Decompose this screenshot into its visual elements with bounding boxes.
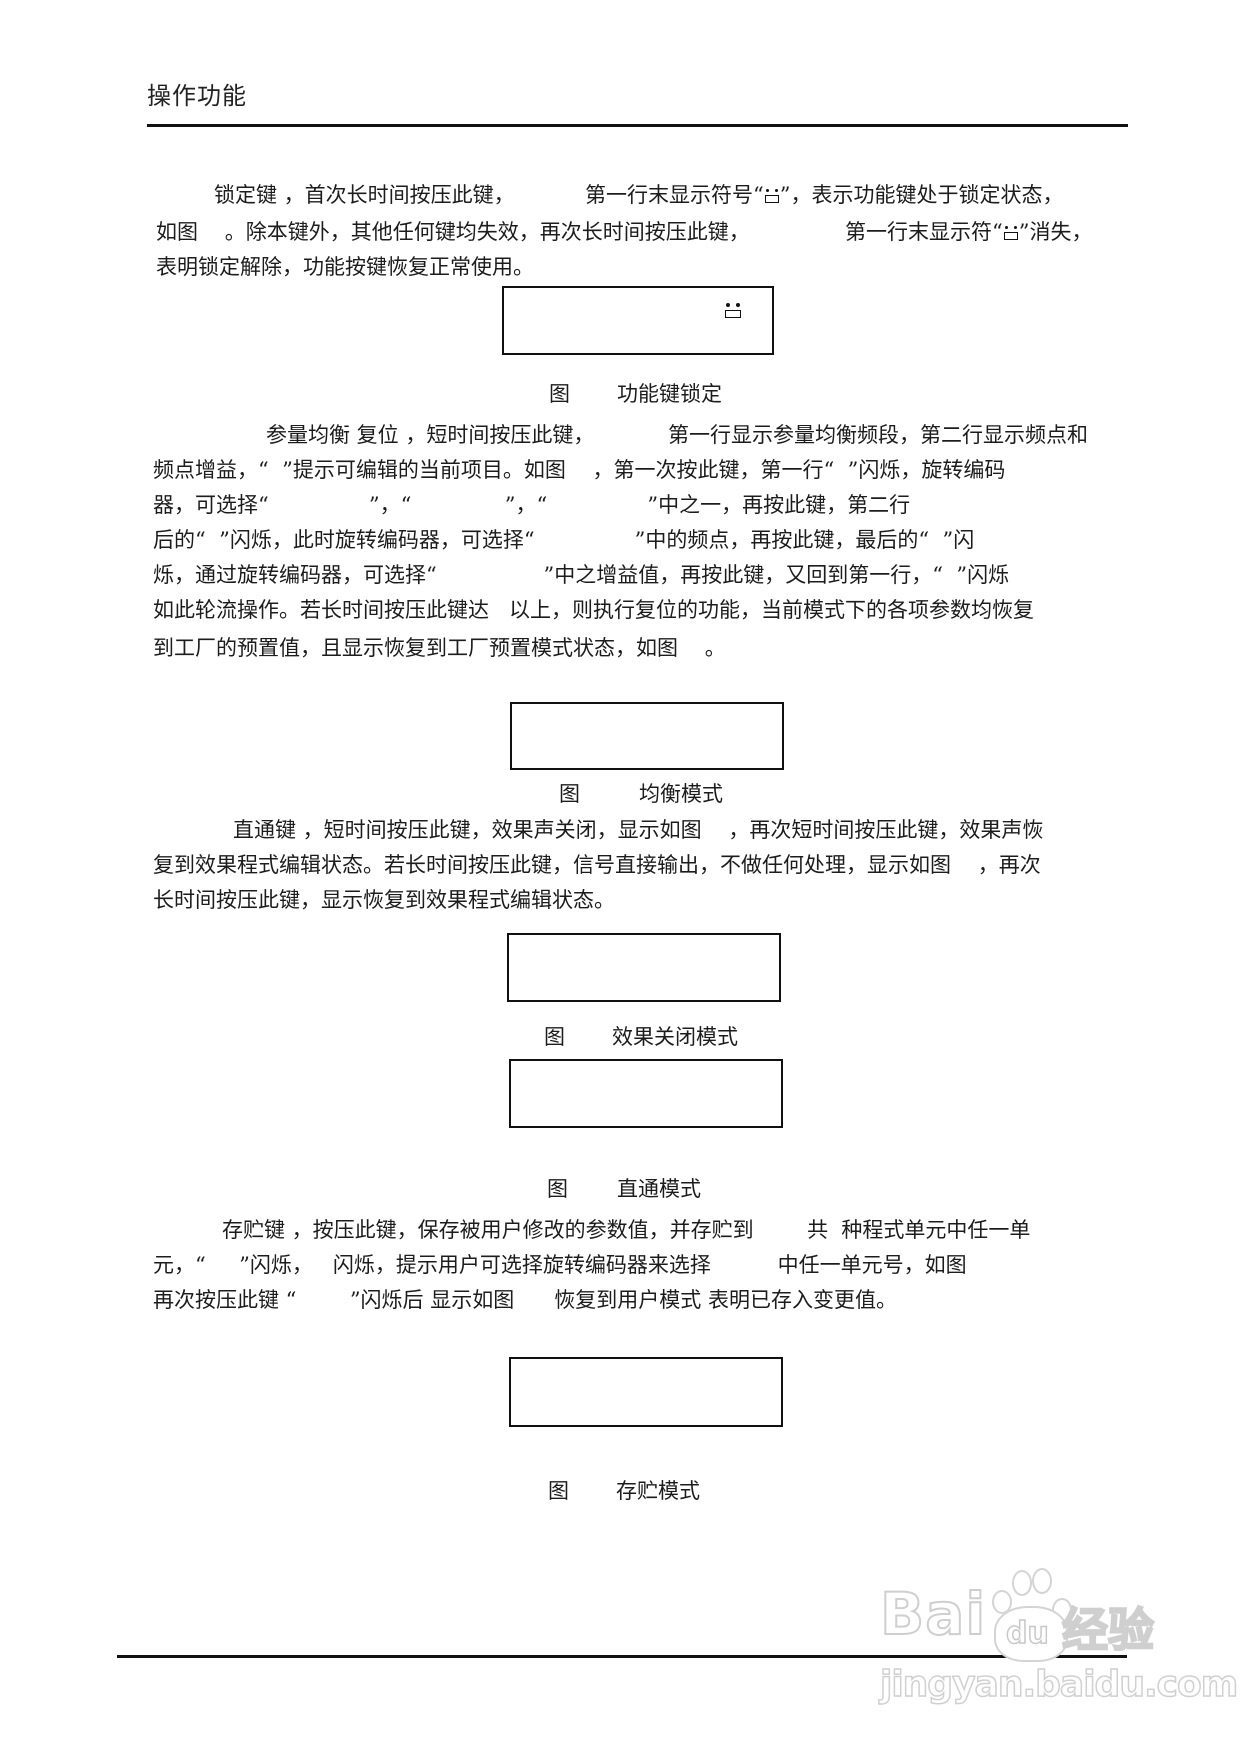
paw-icon: [1012, 1570, 1032, 1596]
eq-line-1a: 参量均衡 复位 ，短时间按压此键，: [266, 423, 595, 447]
watermark-url: jingyan.baidu.com: [879, 1663, 1239, 1706]
figure-caption-prefix: 图: [548, 1479, 569, 1503]
bypass-line-3: 长时间按压此键，显示恢复到效果程式编辑状态。: [153, 888, 615, 912]
lock-line-2c-text: ”消失，: [1018, 220, 1093, 244]
lock-line-1b: 第一行末显示符号“ ”，表示功能键处于锁定状态，: [585, 183, 1064, 207]
eq-line-1b: 第一行显示参量均衡频段，第二行显示频点和: [668, 423, 1088, 447]
eq-line-7: 到工厂的预置值，且显示恢复到工厂预置模式状态，如图 。: [153, 636, 726, 660]
figure-caption-effect-off: 效果关闭模式: [612, 1025, 738, 1049]
figure-caption-bypass: 直通模式: [617, 1177, 701, 1201]
lcd-figure-eq: [510, 702, 784, 770]
figure-caption-prefix: 图: [559, 782, 580, 806]
lock-icon: [764, 189, 779, 203]
paw-icon: [994, 1606, 1068, 1662]
store-line-3: 再次按压此键 “ ”闪烁后 显示如图 恢复到用户模式 表明已存入变更值。: [153, 1288, 897, 1312]
lock-icon: [725, 303, 741, 318]
lock-line-2b: 第一行末显示符“ ”消失，: [845, 220, 1093, 244]
eq-line-5: 烁，通过旋转编码器，可选择“ ”中之增益值，再按此键，又回到第一行，“ ”闪烁: [153, 563, 1010, 587]
lcd-figure-store: [509, 1357, 783, 1427]
eq-line-6: 如此轮流操作。若长时间按压此键达 以上，则执行复位的功能，当前模式下的各项参数均…: [153, 598, 1035, 622]
lock-line-1a: 锁定键 ，首次长时间按压此键，: [214, 183, 515, 207]
header-rule: [147, 124, 1128, 127]
store-line-1: 存贮键 ，按压此键，保存被用户修改的参数值，并存贮到 共 种程式单元中任一单: [222, 1218, 1031, 1242]
page-header-title: 操作功能: [147, 82, 247, 110]
lock-icon: [1003, 226, 1018, 240]
figure-caption-lock: 功能键锁定: [617, 382, 722, 406]
footer-rule: [117, 1655, 1127, 1658]
eq-line-3: 器，可选择“ ”，“ ”，“ ”中之一，再按此键，第二行: [153, 493, 911, 517]
watermark-brand-du: du: [1005, 1615, 1049, 1652]
lock-line-3: 表明锁定解除，功能按键恢复正常使用。: [156, 255, 534, 279]
lock-line-1b-text: 第一行末显示符号“: [585, 183, 764, 207]
bypass-line-1: 直通键 ，短时间按压此键，效果声关闭，显示如图 ，再次短时间按压此键，效果声恢: [233, 818, 1044, 842]
lock-line-2b-text: 第一行末显示符“: [845, 220, 1003, 244]
baidu-jingyan-watermark: Bai du 经验 jingyan.baidu.com: [879, 1568, 1239, 1707]
lock-line-2a: 如图 。除本键外，其他任何键均失效，再次长时间按压此键，: [156, 220, 750, 244]
lock-line-1c-text: ”，表示功能键处于锁定状态，: [779, 183, 1064, 207]
store-line-2: 元，“ ”闪烁， 闪烁，提示用户可选择旋转编码器来选择 中任一单元号，如图: [153, 1253, 967, 1277]
figure-caption-prefix: 图: [549, 382, 570, 406]
watermark-brand: Bai: [879, 1579, 987, 1649]
lcd-figure-lock: [502, 286, 774, 355]
bypass-line-2: 复到效果程式编辑状态。若长时间按压此键，信号直接输出，不做任何处理，显示如图 ，…: [153, 853, 1041, 877]
paw-icon: [1032, 1568, 1052, 1594]
figure-caption-prefix: 图: [544, 1025, 565, 1049]
lcd-figure-effect-off: [507, 933, 781, 1002]
lcd-figure-bypass: [509, 1059, 783, 1128]
watermark-brand-cn: 经验: [1061, 1602, 1155, 1658]
eq-line-2: 频点增益，“ ”提示可编辑的当前项目。如图 ，第一次按此键，第一行“ ”闪烁，旋…: [153, 458, 1006, 482]
eq-line-4: 后的“ ”闪烁，此时旋转编码器，可选择“ ”中的频点，再按此键，最后的“ ”闪: [153, 528, 975, 552]
figure-caption-store: 存贮模式: [616, 1479, 700, 1503]
figure-caption-eq: 均衡模式: [639, 782, 723, 806]
figure-caption-prefix: 图: [547, 1177, 568, 1201]
